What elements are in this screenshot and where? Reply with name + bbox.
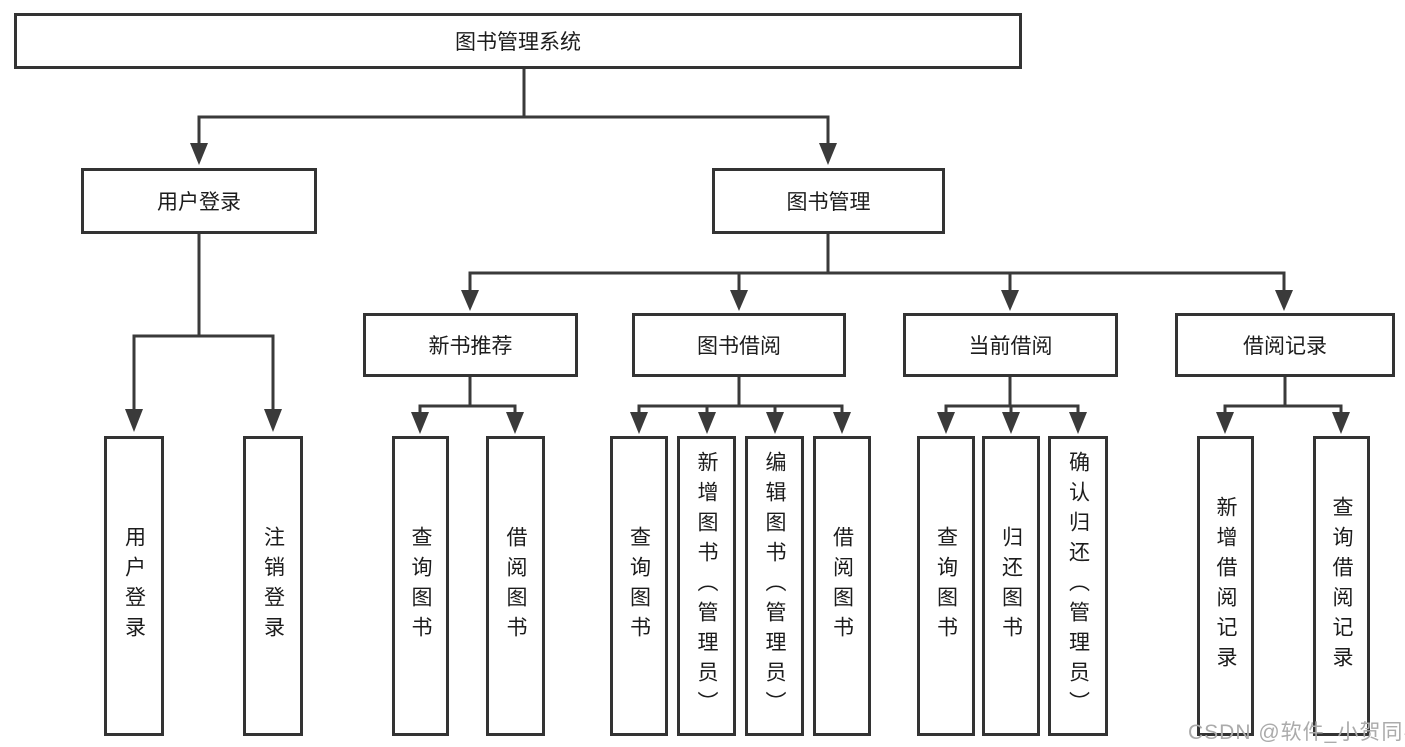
connector-borrow-record [1216,377,1350,434]
node-book-borrow: 图书借阅 [632,313,846,377]
node-label: 用户登录 [122,526,146,646]
connector-root [190,69,837,165]
leaf-query-book-borrow: 查询图书 [610,436,668,736]
connector-book-management [461,234,1293,311]
leaf-edit-book-admin: 编辑图书（管理员） [745,436,804,736]
node-label: 注销登录 [261,526,285,646]
node-user-login: 用户登录 [81,168,317,234]
node-label: 图书借阅 [697,335,781,358]
node-label: 图书管理 [786,191,871,214]
node-label: 查询借阅记录 [1330,496,1353,676]
node-label: 当前借阅 [968,335,1053,358]
node-label: 新书推荐 [428,335,513,358]
node-label: 编辑图书（管理员） [763,451,786,721]
node-book-management: 图书管理 [712,168,945,234]
leaf-return-book: 归还图书 [982,436,1040,736]
connector-new-book-recommend [411,377,524,434]
csdn-watermark: CSDN @软件_小贺同学 [1188,721,1405,744]
node-label: 查询图书 [934,526,958,646]
node-new-book-recommend: 新书推荐 [363,313,578,377]
node-label: 查询图书 [627,526,651,646]
node-borrow-record: 借阅记录 [1175,313,1395,377]
node-label: 查询图书 [409,526,432,646]
leaf-query-book-recommend: 查询图书 [392,436,449,736]
node-current-borrow: 当前借阅 [903,313,1118,377]
leaf-confirm-return-admin: 确认归还（管理员） [1048,436,1108,736]
node-label: 归还图书 [999,526,1023,646]
connector-user-login [125,234,282,432]
node-label: 确认归还（管理员） [1066,451,1090,721]
node-label: 借阅记录 [1243,335,1327,358]
leaf-query-book-current: 查询图书 [917,436,975,736]
node-label: 图书管理系统 [455,31,581,54]
connector-current-borrow [937,377,1087,434]
node-label: 借阅图书 [830,526,854,646]
node-label: 借阅图书 [504,526,527,646]
node-label: 新增图书（管理员） [695,451,718,721]
node-label: 新增借阅记录 [1214,496,1237,676]
leaf-add-book-admin: 新增图书（管理员） [677,436,736,736]
node-label: 用户登录 [157,191,241,214]
leaf-borrow-book: 借阅图书 [813,436,871,736]
node-library-management-system: 图书管理系统 [14,13,1022,69]
leaf-add-borrow-record: 新增借阅记录 [1197,436,1254,736]
leaf-logout-login: 注销登录 [243,436,303,736]
leaf-query-borrow-record: 查询借阅记录 [1313,436,1370,736]
connector-book-borrow [630,377,851,434]
leaf-borrow-book-recommend: 借阅图书 [486,436,545,736]
leaf-user-login: 用户登录 [104,436,164,736]
